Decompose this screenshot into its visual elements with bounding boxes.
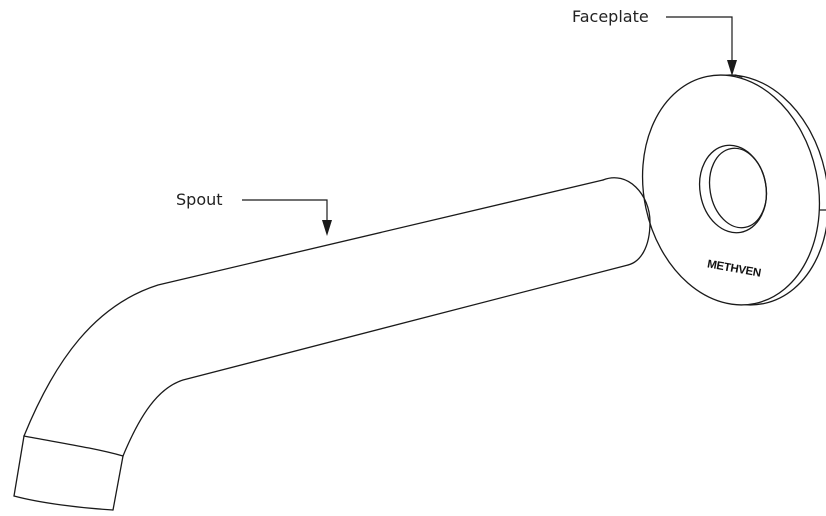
spout-collar-left	[13, 435, 25, 497]
spout-callout: Spout	[176, 190, 332, 236]
spout-upper-outline	[23, 179, 604, 437]
faceplate-front-face	[641, 74, 821, 306]
spout-end-cap	[602, 177, 651, 266]
spout	[13, 177, 651, 511]
spout-collar-top	[23, 435, 124, 457]
faceplate-leader-line	[666, 16, 733, 62]
spout-label: Spout	[176, 190, 223, 209]
spout-collar-right	[112, 455, 124, 511]
spout-outlet-edge	[13, 495, 114, 511]
faceplate: METHVEN	[641, 74, 826, 306]
spout-arrow-icon	[322, 220, 332, 236]
faceplate-label: Faceplate	[572, 7, 649, 26]
faceplate-callout: Faceplate	[572, 7, 737, 76]
spout-lower-outline	[122, 264, 629, 457]
faceplate-bore-inner	[708, 147, 768, 229]
faceplate-arrow-icon	[727, 60, 737, 76]
spout-leader-line	[242, 199, 328, 222]
faceplate-rim-tick-top	[734, 74, 743, 78]
